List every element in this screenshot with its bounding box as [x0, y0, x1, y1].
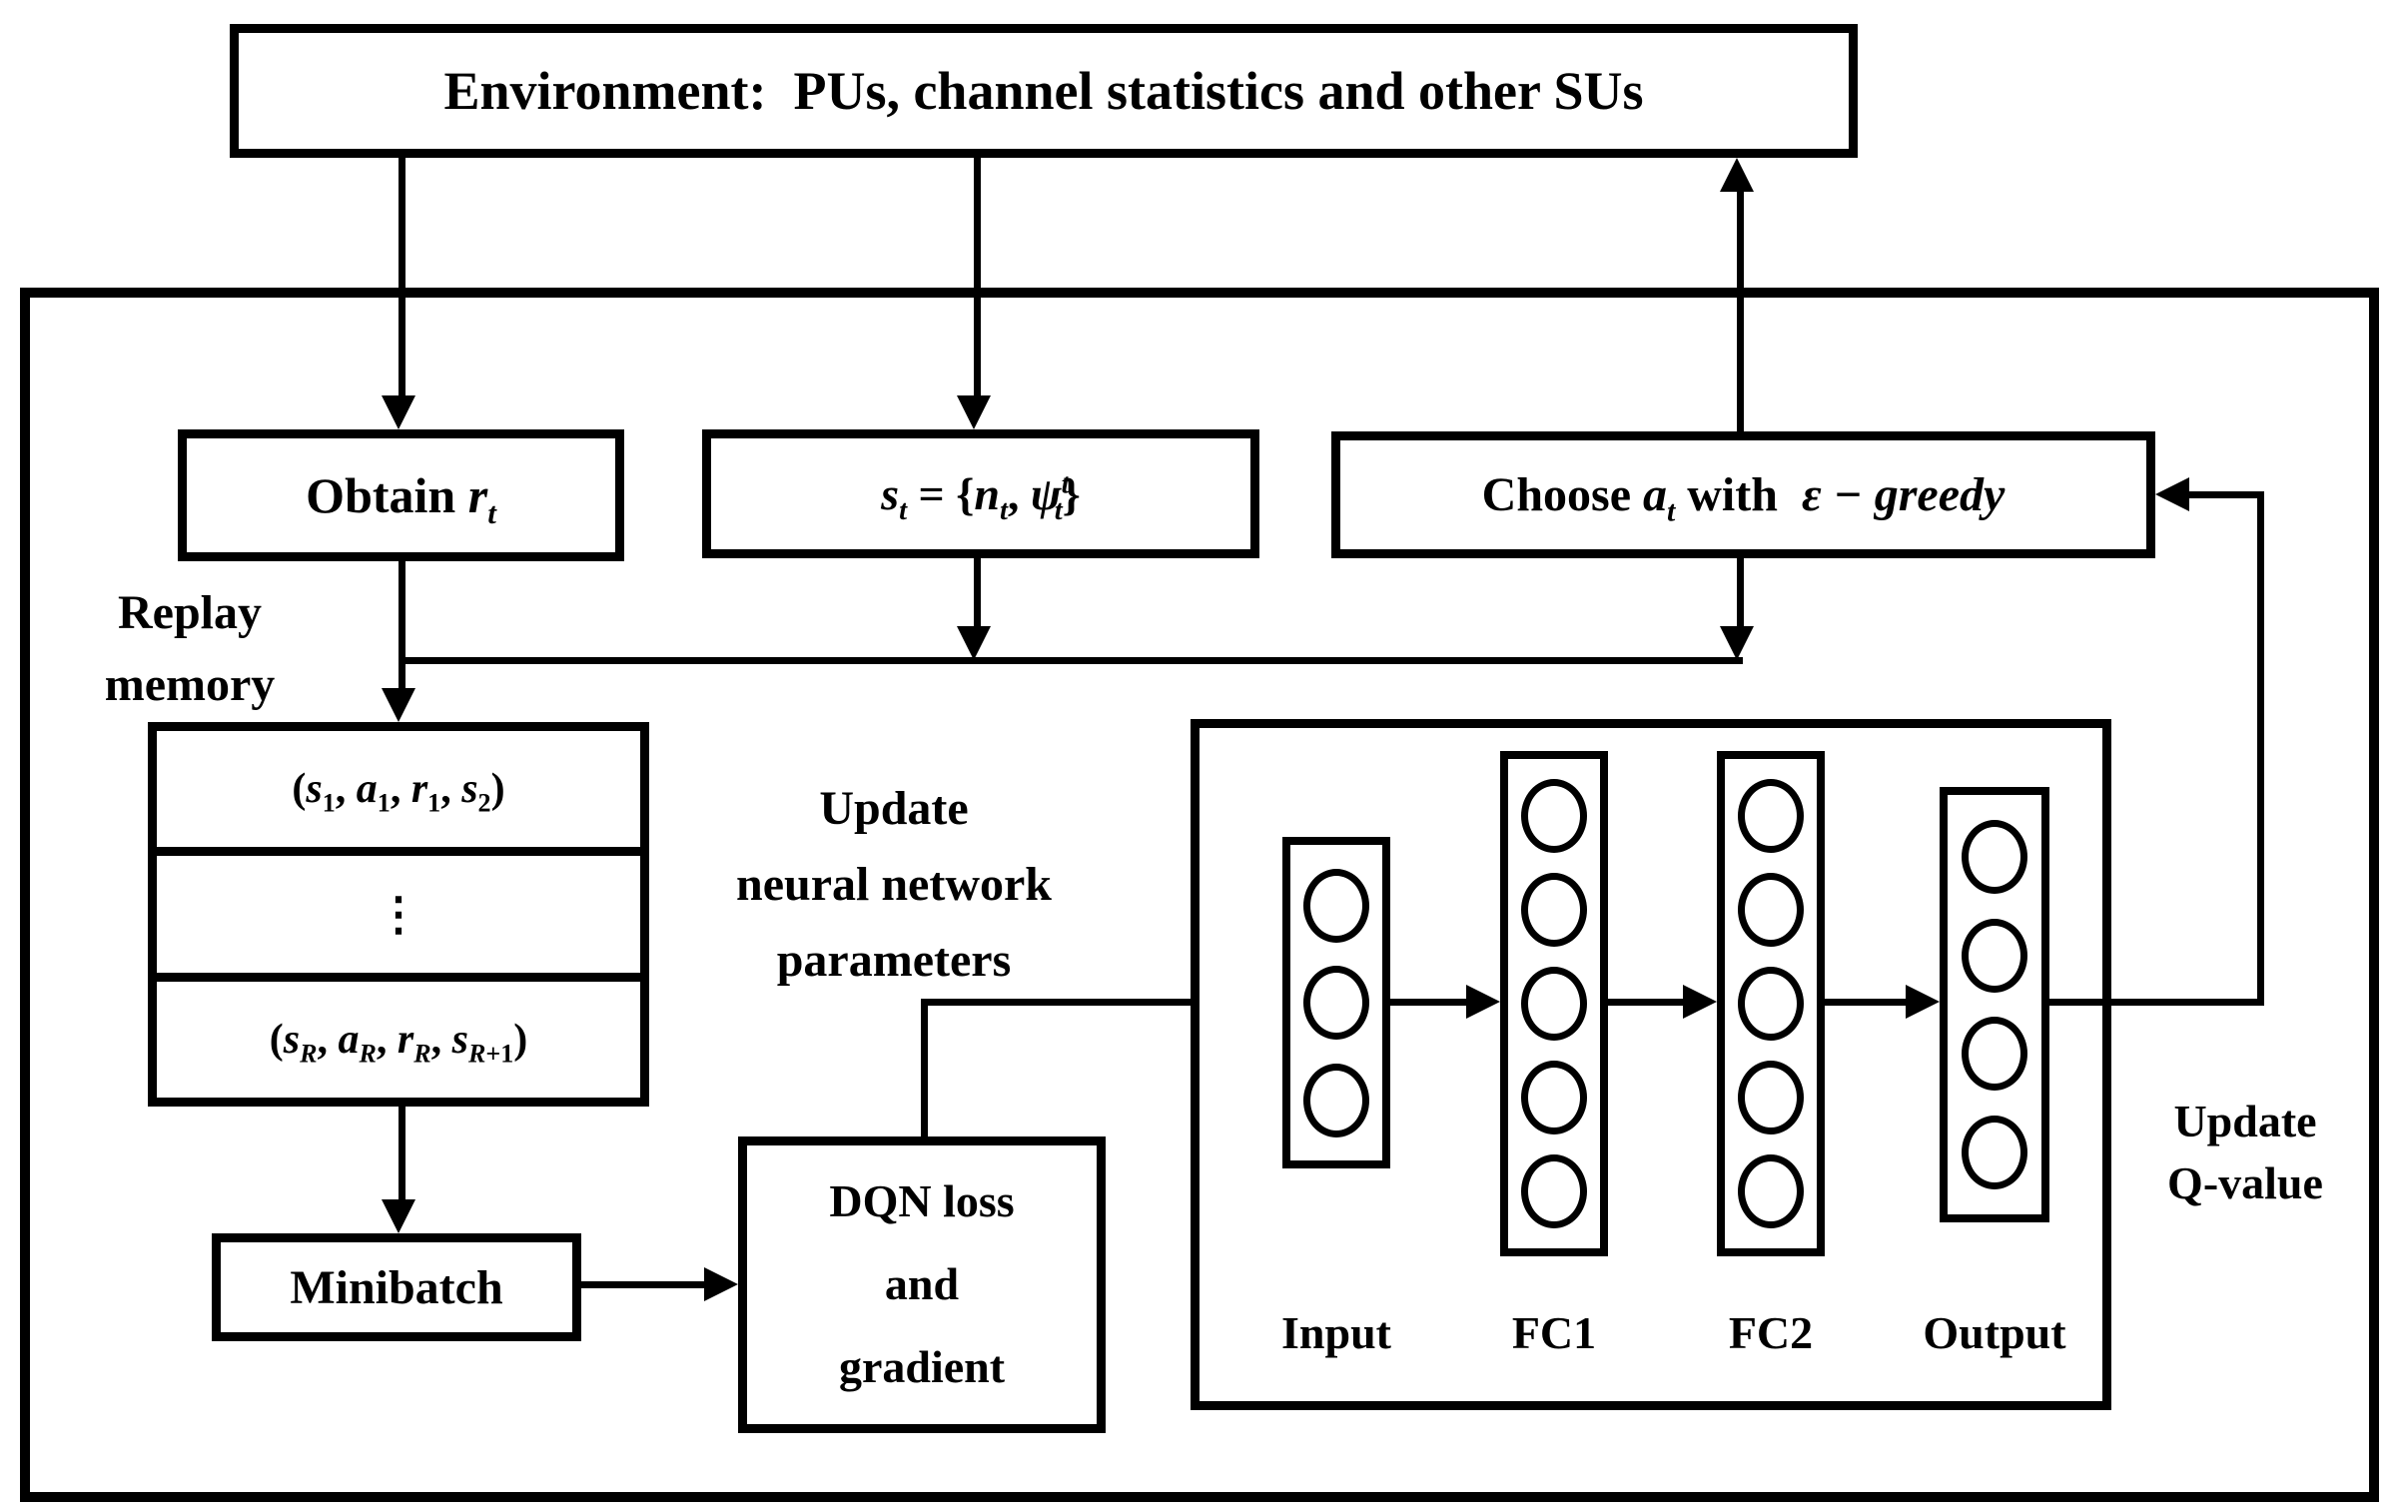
state-down-line	[974, 558, 981, 626]
neuron	[1962, 1116, 2027, 1190]
env-to-obtain-arrowhead	[382, 395, 415, 429]
replay-memory-table: (s1, a1, r1, s2) ⋮ (sR, aR, rR, sR+1)	[148, 722, 649, 1107]
environment-box: Environment: PUs, channel statistics and…	[230, 24, 1858, 158]
neuron	[1962, 918, 2027, 993]
replay-to-minibatch-line	[399, 1107, 405, 1199]
fc1-layer	[1500, 751, 1608, 1256]
env-to-obtain-line	[399, 158, 405, 397]
output-layer	[1940, 787, 2049, 1222]
fc2-layer-label-text: FC2	[1728, 1307, 1814, 1358]
choose-down-arrowhead	[1720, 626, 1754, 660]
neuron	[1962, 1017, 2027, 1092]
input-layer-label-text: Input	[1281, 1307, 1391, 1358]
env-to-state-arrowhead	[957, 395, 991, 429]
fc2-output-arrowhead	[1906, 985, 1940, 1019]
choose-to-env-arrowhead	[1720, 158, 1754, 192]
fc1-layer-label: FC1	[1454, 1298, 1654, 1367]
fc2-layer	[1717, 751, 1825, 1256]
neuron	[1738, 779, 1804, 853]
neuron	[1738, 1154, 1804, 1228]
env-to-state-line	[974, 158, 981, 397]
replay-row-dots: ⋮	[157, 847, 640, 972]
input-fc1-line	[1390, 999, 1466, 1006]
state-box: st = {nt, ψtt}	[702, 429, 1259, 558]
replay-row-first-text: (s1, a1, r1, s2)	[292, 766, 505, 818]
fc1-fc2-arrowhead	[1683, 985, 1717, 1019]
obtain-down-line	[399, 561, 405, 691]
feedback-vline	[2257, 491, 2264, 1006]
replay-row-first: (s1, a1, r1, s2)	[157, 731, 640, 847]
replay-row-last: (sR, aR, rR, sR+1)	[157, 972, 640, 1098]
obtain-reward-label: Obtain rt	[306, 467, 496, 530]
fc1-fc2-line	[1608, 999, 1683, 1006]
output-exit-line	[2049, 999, 2264, 1006]
state-formula: st = {nt, ψtt}	[881, 468, 1081, 527]
merge-to-replay-arrowhead	[382, 688, 415, 722]
obtain-reward-box: Obtain rt	[178, 429, 624, 561]
neuron	[1738, 873, 1804, 947]
choose-action-box: Choose at with ε − greedy	[1331, 431, 2155, 558]
feedback-arrowhead	[2155, 477, 2189, 511]
output-layer-label: Output	[1895, 1298, 2094, 1367]
dqn-to-network-hline	[921, 999, 1248, 1006]
neuron	[1738, 1061, 1804, 1134]
replay-row-last-text: (sR, aR, rR, sR+1)	[269, 1016, 528, 1069]
output-layer-label-text: Output	[1923, 1307, 2066, 1358]
neuron	[1738, 967, 1804, 1041]
replay-to-minibatch-arrowhead	[382, 1199, 415, 1233]
choose-down-line	[1737, 558, 1744, 626]
replay-row-dots-text: ⋮	[376, 889, 421, 941]
choose-action-label: Choose at with ε − greedy	[1481, 468, 2006, 528]
choose-to-env-line	[1737, 190, 1744, 431]
neuron	[1303, 868, 1369, 943]
minibatch-label: Minibatch	[290, 1260, 503, 1314]
agent-outer-box	[20, 288, 2379, 1502]
neuron	[1521, 1061, 1587, 1134]
environment-label: Environment: PUs, channel statistics and…	[443, 61, 1644, 121]
neuron	[1303, 966, 1369, 1040]
minibatch-box: Minibatch	[212, 1233, 581, 1341]
neuron	[1521, 873, 1587, 947]
input-layer	[1282, 837, 1390, 1168]
feedback-top-line	[2189, 491, 2264, 498]
input-fc1-arrowhead	[1466, 985, 1500, 1019]
state-down-arrowhead	[957, 626, 991, 660]
dqn-to-network-vline	[921, 999, 928, 1136]
input-layer-label: Input	[1236, 1298, 1436, 1367]
neuron	[1521, 779, 1587, 853]
neuron	[1303, 1063, 1369, 1137]
fc1-layer-label-text: FC1	[1511, 1307, 1597, 1358]
minibatch-to-dqn-arrowhead	[704, 1267, 738, 1301]
neuron	[1962, 819, 2027, 894]
fc2-output-line	[1825, 999, 1906, 1006]
merge-line	[399, 657, 1743, 664]
minibatch-to-dqn-line	[581, 1281, 704, 1288]
neuron	[1521, 1154, 1587, 1228]
neuron	[1521, 967, 1587, 1041]
fc2-layer-label: FC2	[1671, 1298, 1871, 1367]
